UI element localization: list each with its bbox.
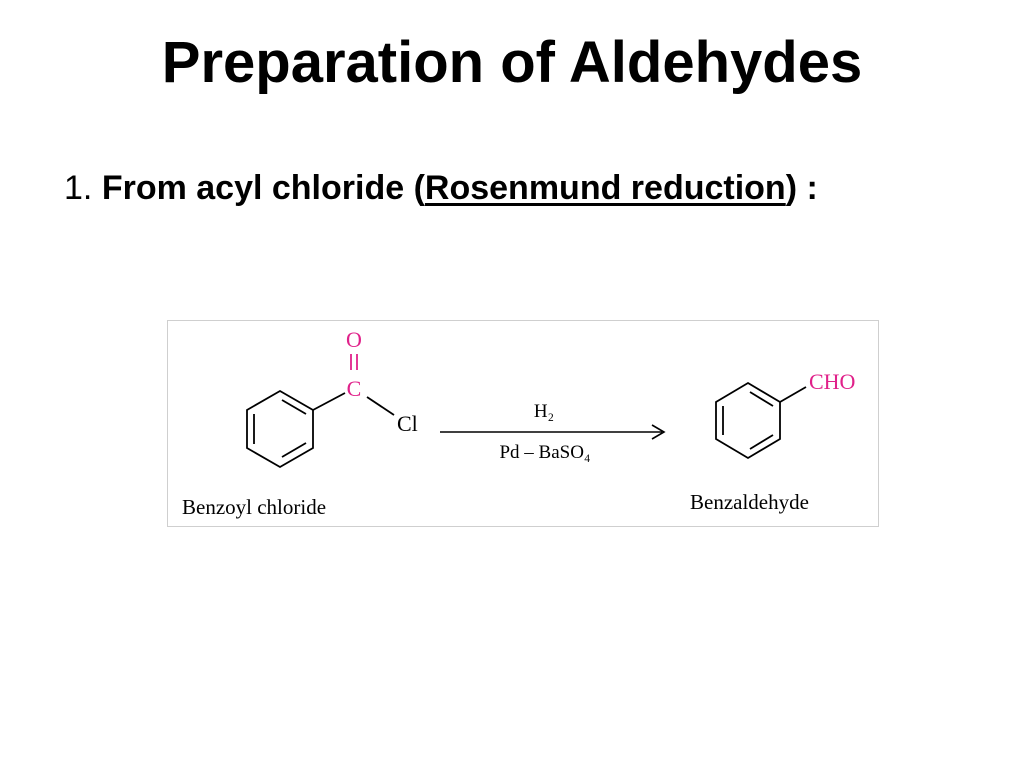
reactant-name: Benzoyl chloride (182, 495, 326, 519)
carbonyl-double-bond (350, 354, 358, 370)
point-number: 1. (64, 169, 93, 207)
slide-title: Preparation of Aldehydes (161, 30, 863, 95)
reagent-above-arrow: H₂ (534, 401, 554, 422)
product-name: Benzaldehyde (690, 490, 809, 514)
atom-chlorine: Cl (397, 411, 418, 436)
point-lead: From acyl chloride ( (101, 169, 425, 207)
bullet-point: 1. From acyl chloride (Rosenmund reducti… (64, 160, 818, 216)
reagent-below-arrow: Pd – BaSO₄ (499, 442, 590, 463)
reaction-arrow (440, 424, 666, 440)
aldehyde-group: CHO (809, 369, 855, 394)
atom-oxygen: O (346, 327, 362, 352)
reaction-figure: O C Cl Benzoyl chloride H₂ Pd – BaSO₄ CH… (167, 320, 879, 527)
point-reaction-name: Rosenmund reduction (424, 169, 786, 207)
product-benzene-ring (715, 381, 781, 460)
product-ring-aldehyde-bond (779, 386, 807, 403)
point-tail: ) : (785, 169, 818, 207)
atom-carbon: C (347, 376, 362, 401)
reaction-scheme: O C Cl Benzoyl chloride H₂ Pd – BaSO₄ CH… (182, 327, 855, 519)
reactant-ring-carbon-bond (312, 392, 346, 411)
reactant-benzene-ring (246, 389, 314, 469)
carbon-chlorine-bond (366, 396, 395, 416)
